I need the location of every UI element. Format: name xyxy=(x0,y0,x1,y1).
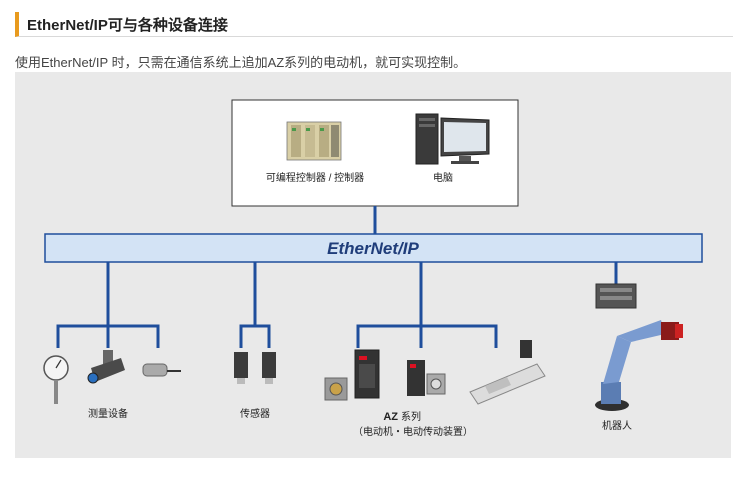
plc-label: 可编程控制器 / 控制器 xyxy=(266,171,364,184)
connection-diagram: 可编程控制器 / 控制器 电脑 EtherNet/IP xyxy=(15,72,731,458)
sensor-icon xyxy=(234,352,276,384)
plc-icon xyxy=(286,121,342,161)
section-heading: EtherNet/IP可与各种设备连接 xyxy=(15,12,733,37)
ethernet-ip-bar xyxy=(44,233,703,263)
camera-icon xyxy=(87,350,125,384)
pc-icon xyxy=(415,113,490,165)
section-title: EtherNet/IP可与各种设备连接 xyxy=(27,17,228,34)
ethernet-ip-logo: EtherNet/IP xyxy=(327,239,419,258)
sensor-label: 传感器 xyxy=(240,407,270,420)
robot-label: 机器人 xyxy=(602,419,632,432)
az-motor-icon xyxy=(324,349,380,401)
electric-actuator-icon xyxy=(469,340,546,405)
az-suffix: 系列 xyxy=(401,410,421,423)
measuring-label: 测量设备 xyxy=(88,407,128,420)
connection-lines xyxy=(56,206,618,348)
dial-gauge-icon xyxy=(43,355,69,404)
displacement-sensor-icon xyxy=(142,363,181,377)
az-driver-icon xyxy=(407,360,446,396)
intro-text: 使用EtherNet/IP 时，只需在通信系统上追加AZ系列的电动机，就可实现控… xyxy=(15,55,467,70)
pc-label: 电脑 xyxy=(433,171,453,184)
az-title: AZ xyxy=(383,411,398,423)
robot-arm-icon xyxy=(595,320,683,411)
az-subtitle: （电动机・电动传动装置） xyxy=(353,425,473,438)
robot-controller-icon xyxy=(595,283,637,309)
